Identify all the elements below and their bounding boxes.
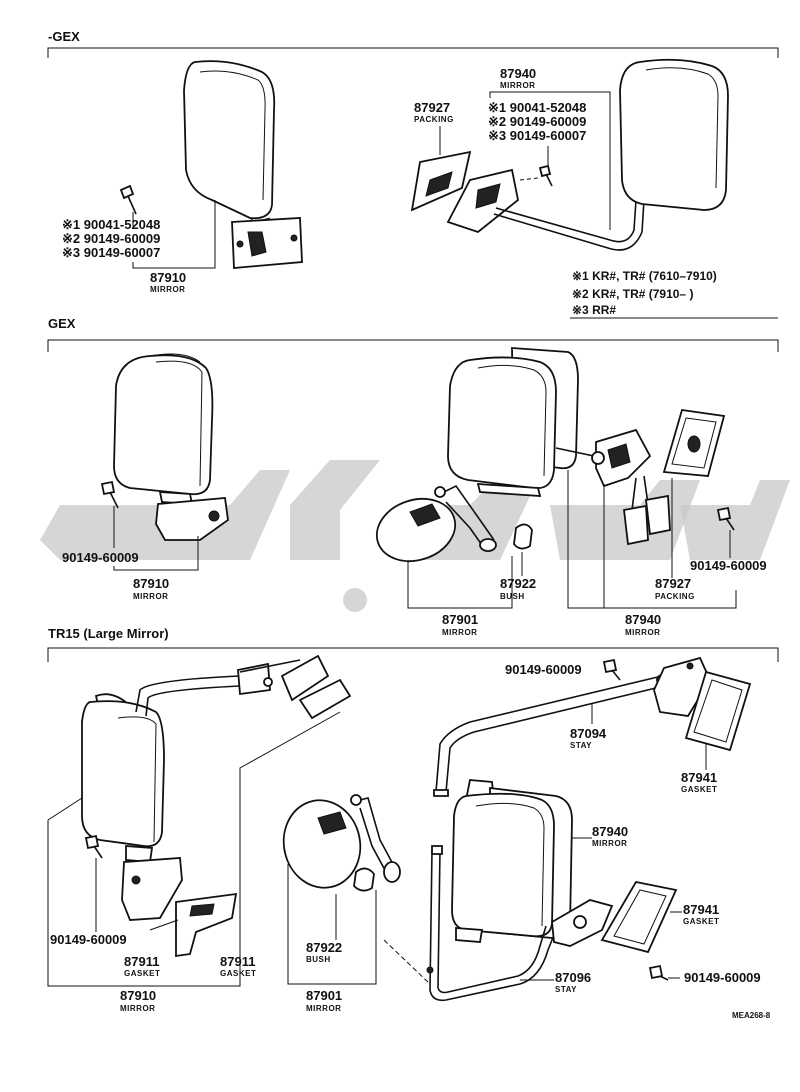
label-87941-top: 87941 [681,770,717,785]
packing-87927-upper [410,150,472,212]
label-87911-a: 87911 [124,954,159,969]
section-bracket-2 [47,339,779,352]
mirror-87940-tr15 [451,779,573,943]
screw-icon-tr15-top [602,658,621,681]
label-87094: 87094 [570,726,607,741]
mirror-87910-gex [113,353,229,541]
bracket-87941-top [653,656,712,717]
label-mirror-87940-tr15: MIRROR [592,839,627,848]
label-mirror-87940-upper: MIRROR [500,81,535,90]
screw-icon-upper-left [119,184,137,215]
label-bolt-tr15-bottom: 90149-60009 [684,970,761,985]
mirror-87910-upper [183,60,303,269]
mirror-87910-tr15 [81,654,352,921]
stay-87096 [426,845,614,1002]
label-bolt-r1: ※1 90041-52048 [488,100,586,115]
label-87927-gex: 87927 [655,576,691,591]
label-87940-gex: 87940 [625,612,661,627]
label-bolt-2: ※2 90149-60009 [62,231,160,246]
mirror-87940-upper [619,58,729,211]
bracket-87940-upper [446,168,645,251]
packing-87927-gex [662,408,726,477]
label-gasket-87911-b: GASKET [220,969,256,978]
label-87922-tr15: 87922 [306,940,342,955]
label-bolt-tr15-top: 90149-60009 [505,662,582,677]
section-bracket-1 [47,47,779,58]
stay-87094 [433,674,668,797]
label-87096: 87096 [555,970,591,985]
section-bracket-3 [47,647,779,662]
label-87940-tr15: 87940 [592,824,628,839]
label-stay-87094: STAY [570,741,592,750]
label-gasket-87941-top: GASKET [681,785,717,794]
mirror-87940-gex [447,347,652,497]
label-bush-87922-tr15: BUSH [306,955,331,964]
label-bolt-tr15-left: 90149-60009 [50,932,127,947]
label-87901-gex: 87901 [442,612,478,627]
label-mirror-87910-gex: MIRROR [133,592,168,601]
gasket-87911-tr15 [175,892,238,958]
label-mirror-87901-gex: MIRROR [442,628,477,637]
label-bolt-gex-right: 90149-60009 [690,558,767,573]
label-87910: 87910 [150,270,186,285]
label-mirror-87910-tr15: MIRROR [120,1004,155,1013]
bush-87922-gex [513,523,533,550]
label-bolt-r2: ※2 90149-60009 [488,114,586,129]
note-2: ※2 KR#, TR# (7910– ) [572,287,693,301]
screw-icon-tr15-bottom [648,964,669,981]
section-title-3: TR15 (Large Mirror) [48,626,169,641]
label-gasket-87941-mid: GASKET [683,917,719,926]
label-bolt-gex-left: 90149-60009 [62,550,139,565]
screw-icon-gex-left [100,480,119,509]
label-bolt-1: ※1 90041-52048 [62,217,160,232]
label-bolt-r3: ※3 90149-60007 [488,128,586,143]
label-87901-tr15: 87901 [306,988,342,1003]
label-gasket-87911-a: GASKET [124,969,160,978]
connector-icon-gex [623,475,671,546]
label-mirror-87910: MIRROR [150,285,185,294]
bush-87922-tr15 [353,867,375,892]
note-3: ※3 RR# [572,303,616,317]
section-title-2: GEX [48,316,76,331]
label-packing-87927-upper: PACKING [414,115,454,124]
label-87910-tr15: 87910 [120,988,156,1003]
section-title-1: -GEX [48,29,80,44]
note-1: ※1 KR#, TR# (7610–7910) [572,269,717,283]
screw-icon-upper-right [538,164,553,187]
screw-icon-gex-right [716,506,735,531]
label-87911-b: 87911 [220,954,255,969]
mirror-87901-gex [375,484,497,562]
figure-code: MEA268-8 [732,1011,771,1020]
gasket-87941-mid [600,880,678,954]
label-87910-gex: 87910 [133,576,169,591]
label-stay-87096: STAY [555,985,577,994]
label-87922-gex: 87922 [500,576,536,591]
label-bolt-3: ※3 90149-60007 [62,245,160,260]
gasket-87941-top [684,670,752,752]
screw-icon-tr15-left [84,834,103,859]
mirror-87901-tr15 [282,794,401,889]
label-mirror-87901-tr15: MIRROR [306,1004,341,1013]
label-87941-mid: 87941 [683,902,719,917]
label-packing-87927-gex: PACKING [655,592,695,601]
label-87940-upper: 87940 [500,66,536,81]
label-mirror-87940-gex: MIRROR [625,628,660,637]
label-87927-upper: 87927 [414,100,450,115]
